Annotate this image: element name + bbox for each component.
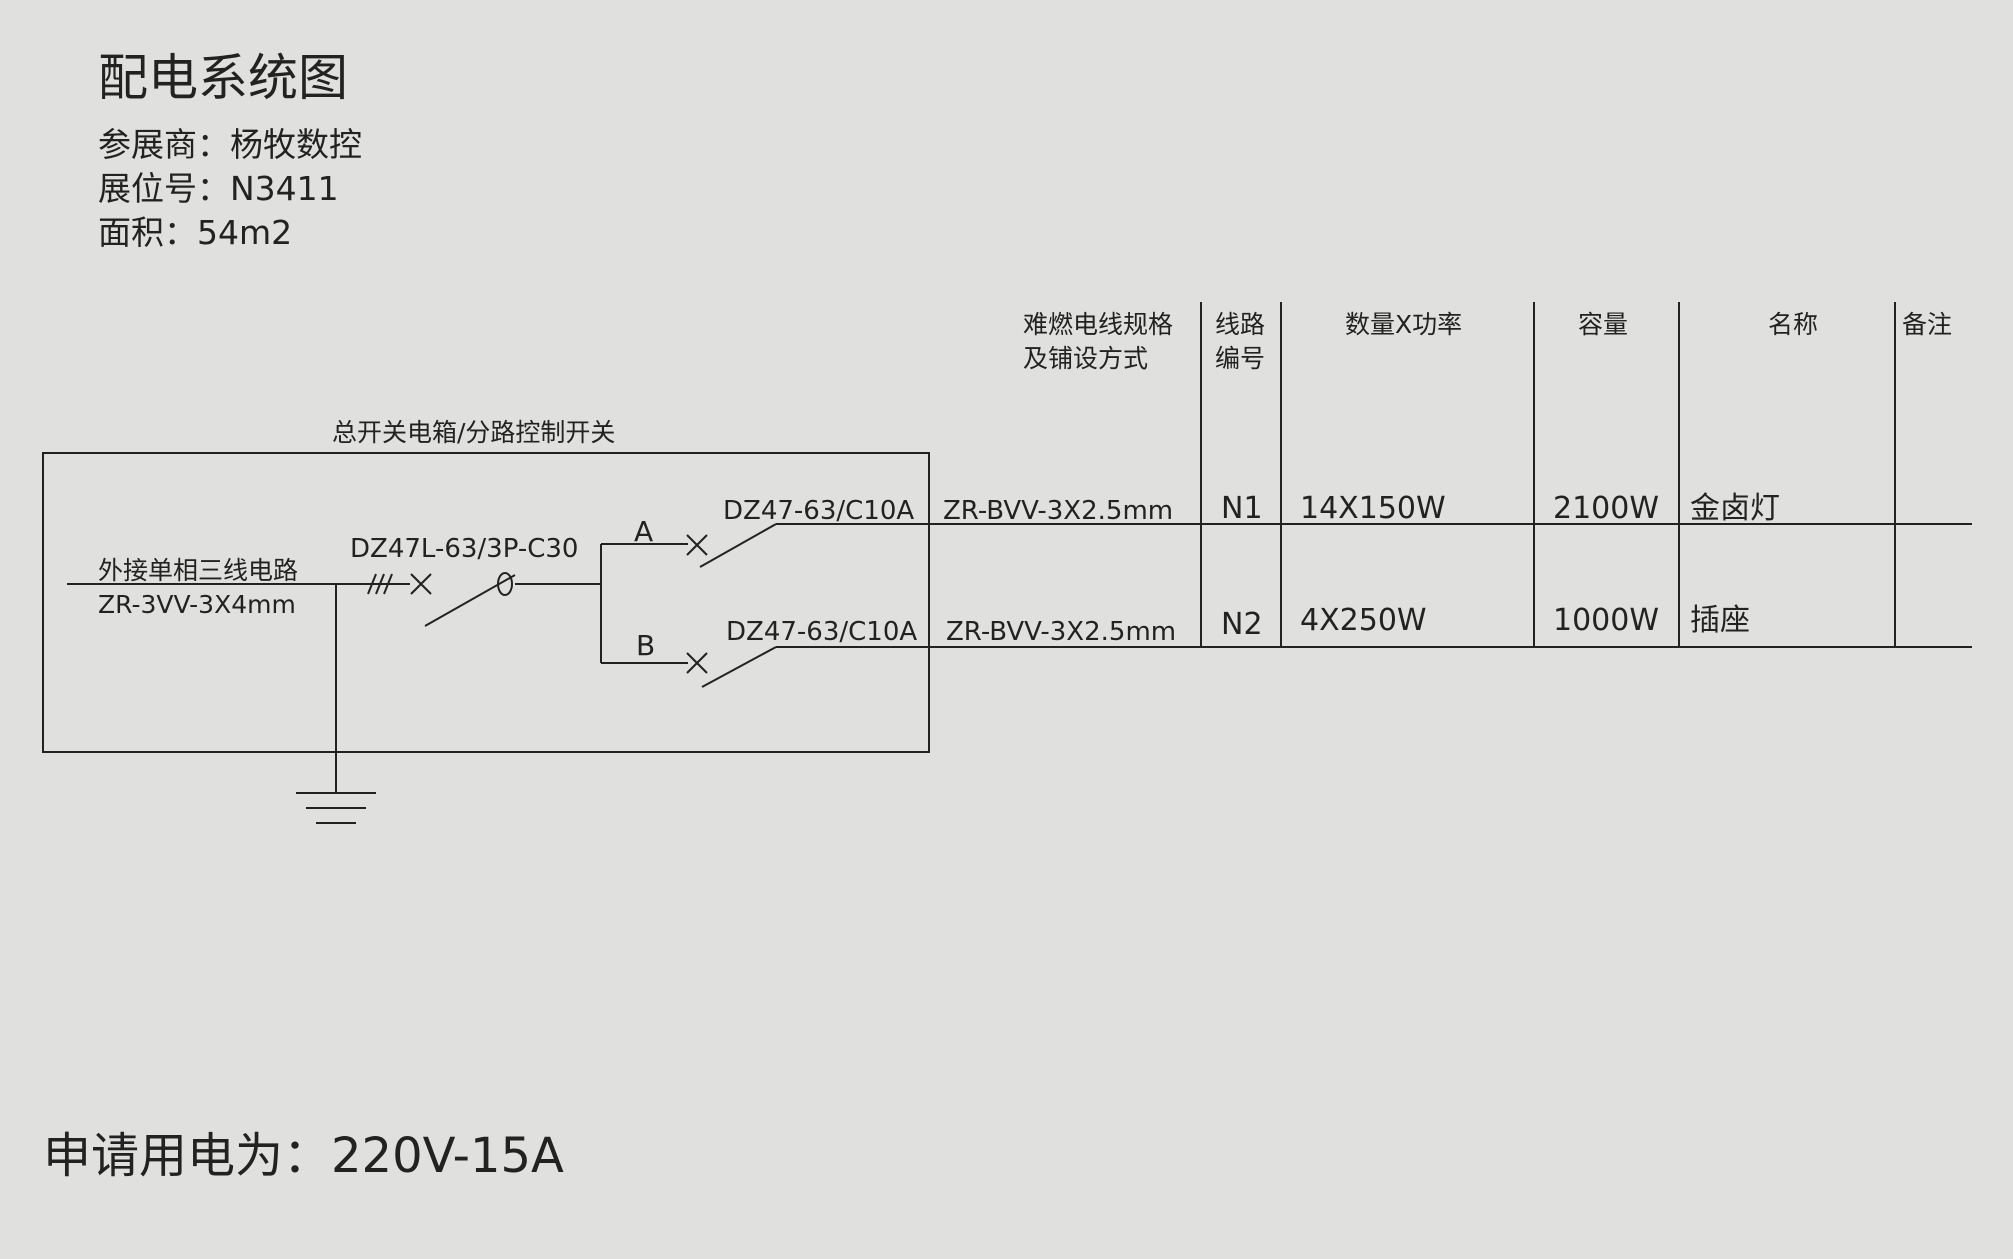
header-note: 备注 bbox=[1902, 310, 1952, 339]
area-label: 面积：54m2 bbox=[98, 213, 292, 252]
header-wire-method: 及铺设方式 bbox=[1023, 344, 1148, 373]
header-name: 名称 bbox=[1768, 310, 1818, 339]
n1-wire-spec: ZR-BVV-3X2.5mm bbox=[943, 496, 1173, 526]
header-wire-spec: 难燃电线规格 bbox=[1023, 310, 1173, 339]
header-circuit-no: 编号 bbox=[1215, 344, 1265, 373]
n2-circuit-no: N2 bbox=[1221, 607, 1263, 642]
supply-cable: ZR-3VV-3X4mm bbox=[98, 590, 296, 619]
supply-label: 外接单相三线电路 bbox=[98, 556, 298, 585]
main-breaker-symbol-icon bbox=[410, 572, 601, 627]
ground-icon bbox=[296, 584, 376, 824]
header-qty-power: 数量X功率 bbox=[1345, 310, 1462, 339]
branch-b-label: B bbox=[636, 629, 655, 662]
main-breaker-label: DZ47L-63/3P-C30 bbox=[350, 534, 578, 564]
page-title: 配电系统图 bbox=[98, 49, 348, 107]
three-wire-mark-icon bbox=[367, 573, 393, 595]
branch-bus bbox=[600, 543, 688, 664]
header-circuit: 线路 bbox=[1215, 310, 1265, 339]
n2-qty-power: 4X250W bbox=[1300, 603, 1427, 638]
distribution-box bbox=[42, 452, 930, 753]
table-grid bbox=[1200, 302, 1896, 647]
n2-wire-spec: ZR-BVV-3X2.5mm bbox=[946, 617, 1176, 647]
n1-qty-power: 14X150W bbox=[1300, 491, 1446, 526]
box-label: 总开关电箱/分路控制开关 bbox=[332, 418, 615, 447]
branch-a-breaker-icon bbox=[686, 523, 777, 568]
n1-circuit-no: N1 bbox=[1221, 491, 1263, 526]
branch-b-breaker-icon bbox=[686, 646, 777, 688]
branch-b-breaker-label: DZ47-63/C10A bbox=[726, 617, 917, 647]
exhibitor-label: 参展商：杨牧数控 bbox=[98, 125, 362, 164]
power-request-label: 申请用电为：220V-15A bbox=[43, 1128, 564, 1184]
branch-a-label: A bbox=[634, 515, 653, 548]
n1-capacity: 2100W bbox=[1553, 491, 1659, 526]
n1-name: 金卤灯 bbox=[1690, 491, 1780, 526]
booth-label: 展位号：N3411 bbox=[98, 169, 339, 208]
branch-a-breaker-label: DZ47-63/C10A bbox=[723, 496, 914, 526]
n2-capacity: 1000W bbox=[1553, 603, 1659, 638]
header-capacity: 容量 bbox=[1578, 310, 1628, 339]
n2-name: 插座 bbox=[1690, 603, 1750, 638]
